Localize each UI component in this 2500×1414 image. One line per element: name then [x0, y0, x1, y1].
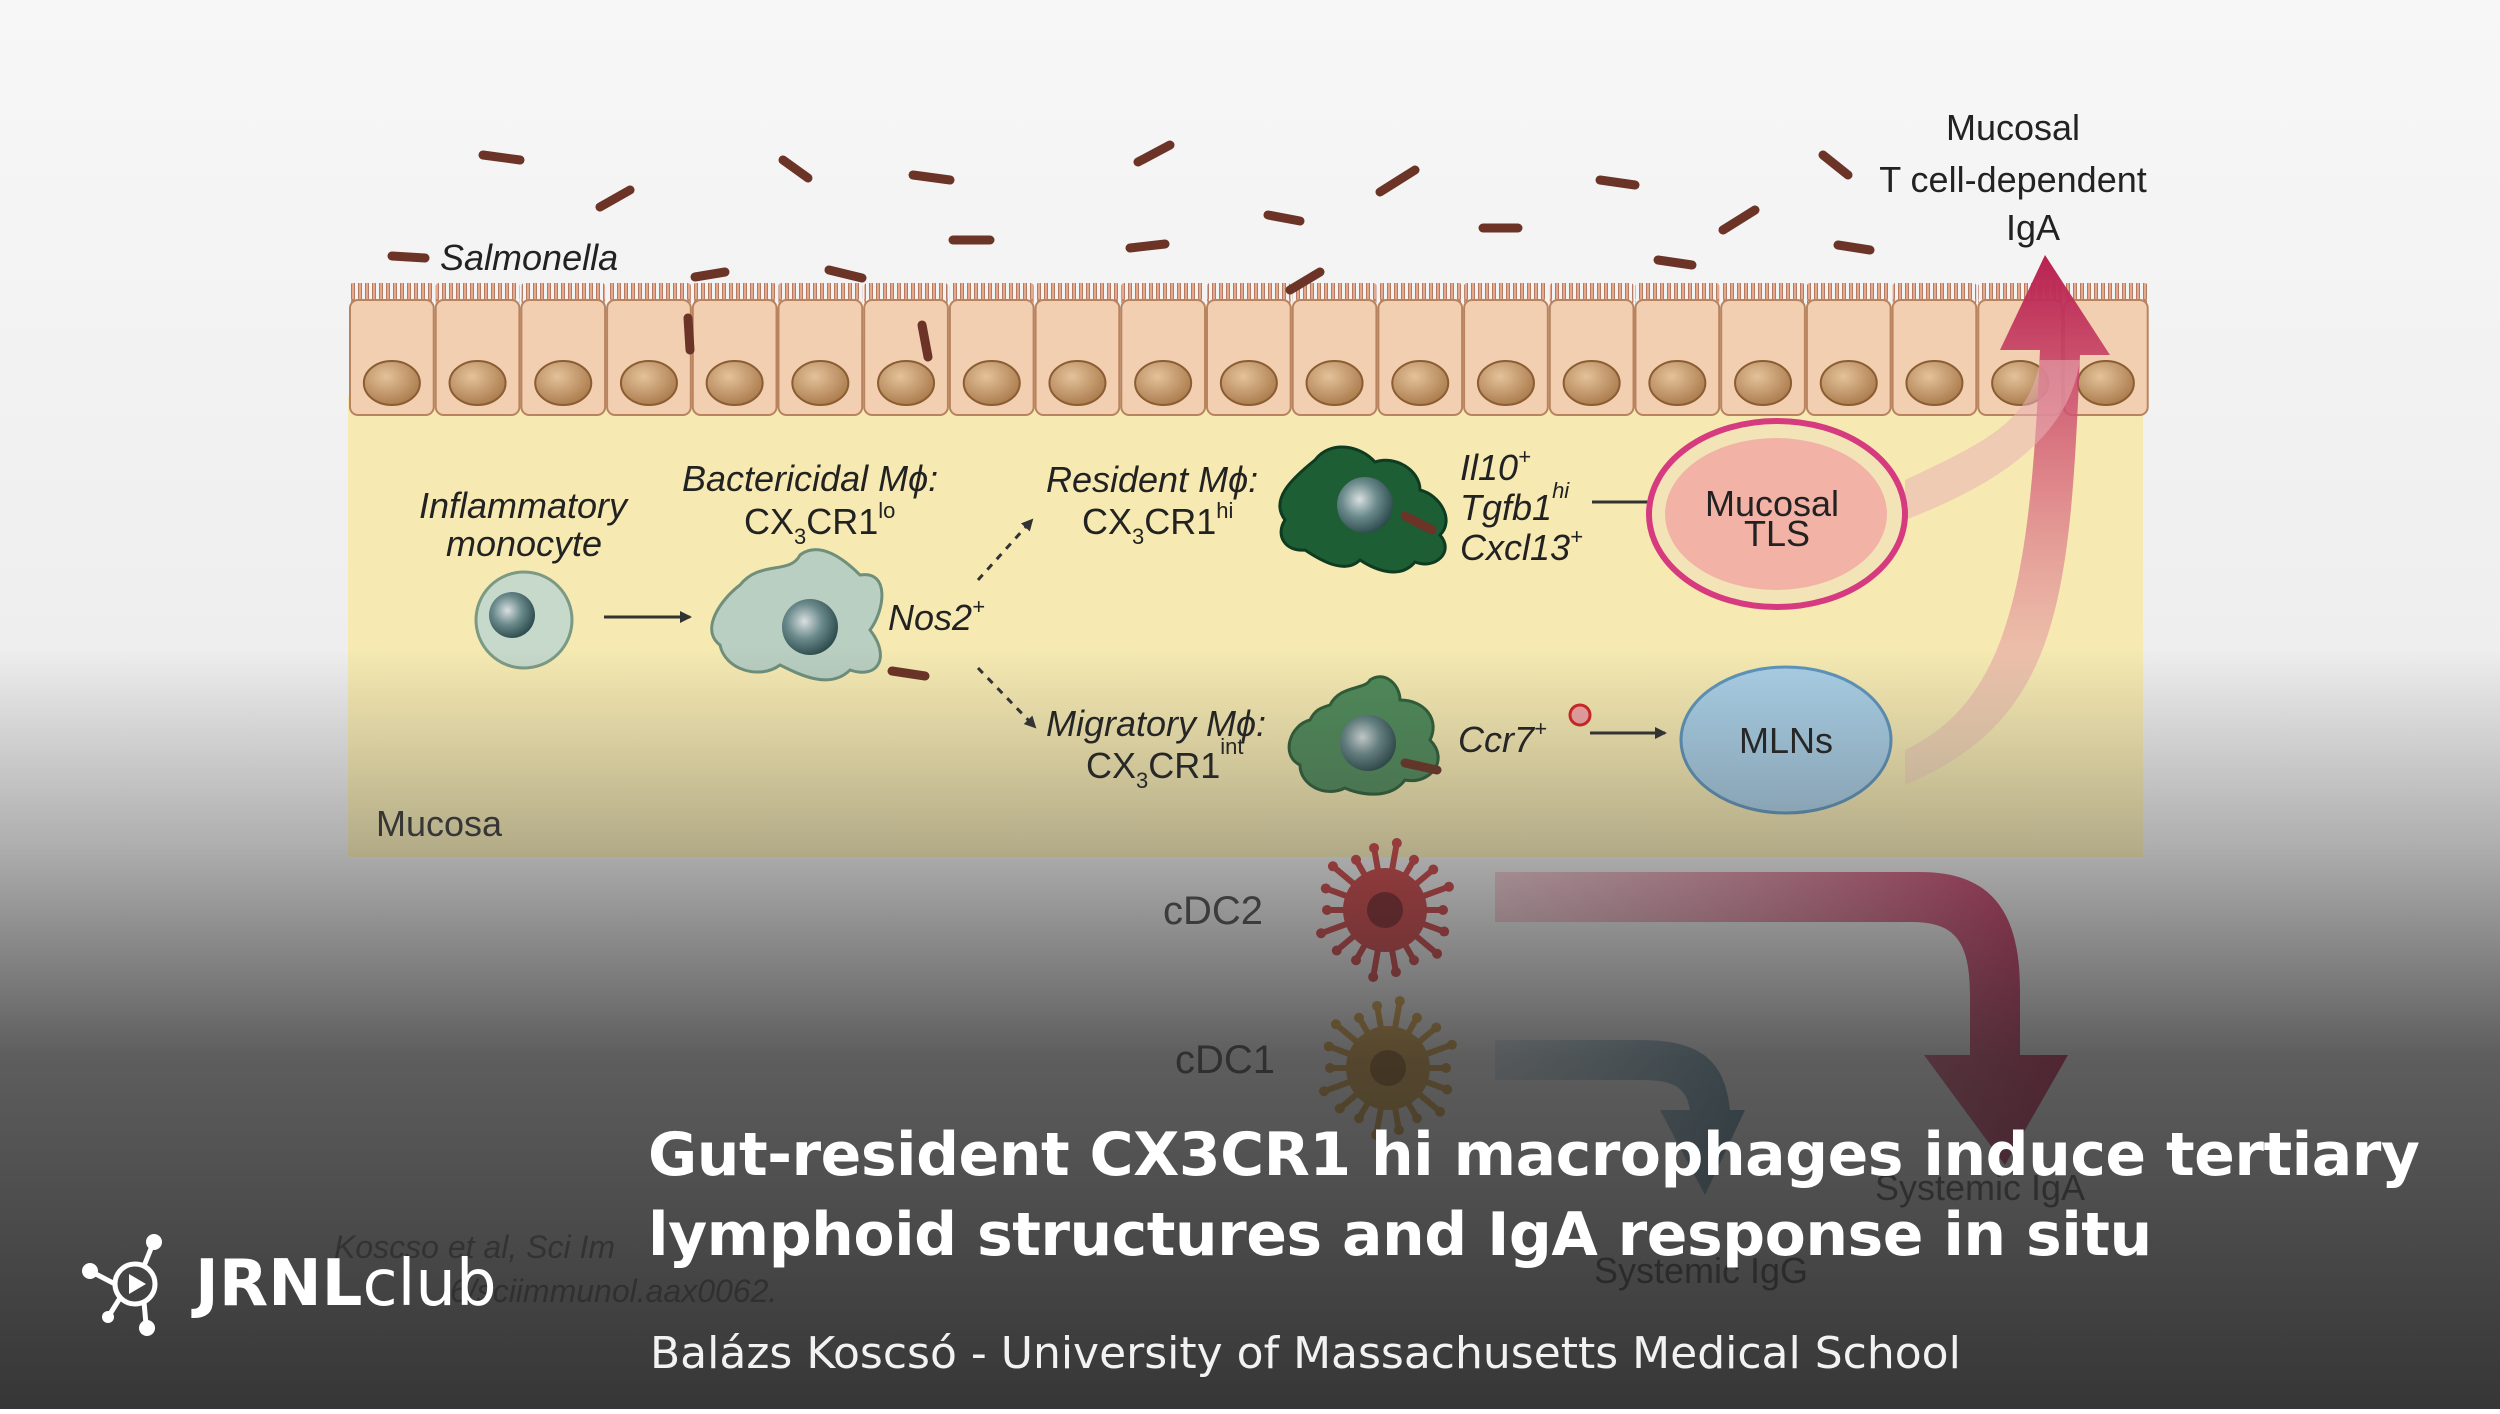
- jrnlclub-molecule-icon: [82, 1234, 162, 1336]
- epithelial-cell: [948, 283, 1035, 416]
- resident-label: Resident Mϕ:: [1046, 459, 1258, 500]
- bacterium: [908, 170, 955, 185]
- bacterium: [1653, 255, 1697, 270]
- jrnlclub-wordmark: JRNLclub: [195, 1248, 497, 1320]
- video-title-line-1: Gut-resident CX3CR1 hi macrophages induc…: [648, 1120, 2420, 1190]
- epithelial-cell: [863, 283, 949, 416]
- epithelial-cell: [1720, 283, 1806, 416]
- bacterium: [387, 251, 430, 263]
- epithelial-cell: [1377, 283, 1464, 416]
- bacterium: [478, 150, 525, 165]
- bacterium: [917, 320, 933, 362]
- cdc2-label: cDC2: [1163, 889, 1263, 933]
- nos2-label: Nos2+: [888, 594, 985, 638]
- mlns-label: MLNs: [1739, 720, 1833, 761]
- bacterium: [690, 267, 730, 282]
- ccr7-signal-dot: [1568, 703, 1592, 727]
- bacterium: [1595, 175, 1640, 190]
- inflammatory-monocyte: [474, 570, 574, 670]
- presenter-subtitle: Balázs Koscsó - University of Massachuse…: [650, 1328, 1961, 1379]
- epithelial-cell: [1291, 283, 1378, 416]
- mucosa-label: Mucosa: [376, 803, 503, 844]
- epithelium-layer: [349, 283, 2149, 416]
- epithelial-cell: [1805, 283, 1892, 416]
- club-text: club: [362, 1247, 497, 1321]
- bactericidal-label: Bactericidal Mϕ:: [682, 458, 938, 499]
- epithelial-cell: [1634, 283, 1721, 416]
- bacterium: [1125, 239, 1170, 253]
- resident-cx3cr1: CX3CR1hi: [1082, 498, 1233, 549]
- jrnl-text: JRNL: [195, 1247, 363, 1321]
- cdc1-label: cDC1: [1175, 1038, 1275, 1082]
- epithelial-cell: [520, 283, 607, 416]
- epithelial-cell: [1206, 283, 1292, 416]
- bacterium: [683, 313, 695, 355]
- epithelial-cell: [434, 283, 521, 416]
- video-title: Gut-resident CX3CR1 hi macrophages induc…: [648, 1115, 2448, 1275]
- epithelial-cell: [1034, 283, 1121, 416]
- epithelial-cell: [777, 283, 864, 416]
- epithelial-cell: [606, 283, 692, 416]
- video-title-line-2: lymphoid structures and IgA response in …: [648, 1200, 2152, 1270]
- epithelial-cell: [1891, 283, 1978, 416]
- bacterium: [1833, 240, 1875, 255]
- epithelial-cell: [1120, 283, 1207, 416]
- bactericidal-cx3cr1: CX3CR1lo: [744, 498, 895, 549]
- jrnlclub-logo: JRNLclub: [80, 1228, 540, 1338]
- epithelial-cell: [691, 283, 778, 416]
- epithelial-cell: [349, 283, 435, 416]
- bacterium: [1263, 210, 1305, 226]
- epithelial-cell: [1548, 283, 1635, 416]
- epithelial-cell: [1463, 283, 1549, 416]
- salmonella-label: Salmonella: [440, 237, 618, 278]
- ccr7-label: Ccr7+: [1458, 716, 1547, 760]
